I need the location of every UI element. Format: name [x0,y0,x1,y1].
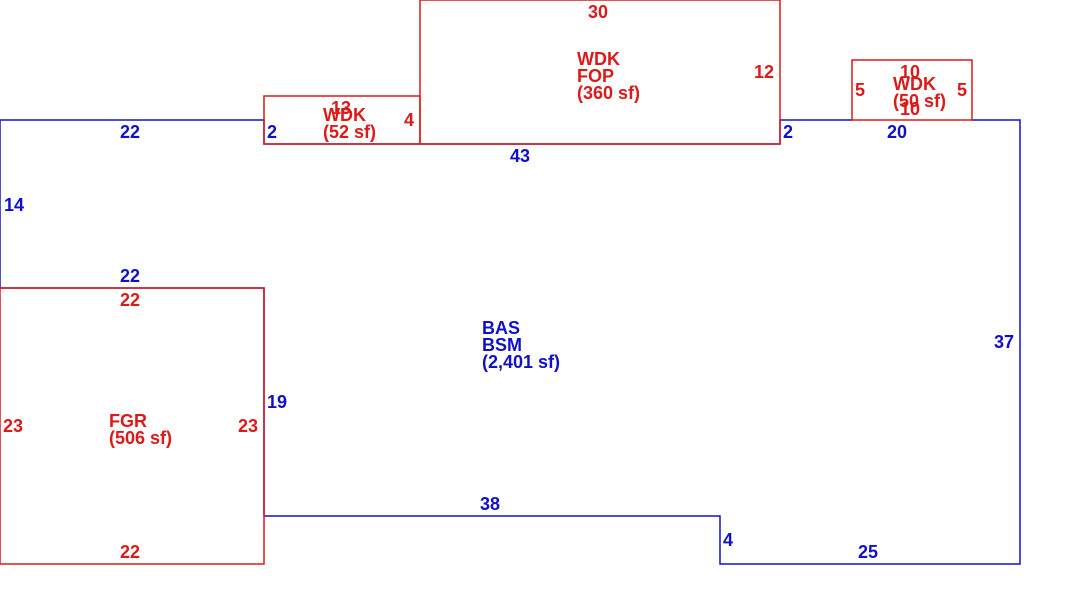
deck-right-area-code1: WDK [893,74,936,94]
porch-area-code2: FOP [577,66,615,86]
porch-area-code1: WDK [577,49,620,69]
dim-main-bottom-middle: 38 [480,494,501,514]
porch-outline [419,0,781,145]
dim-garage-right: 23 [238,416,259,436]
dim-main-inner-side: 19 [267,392,288,412]
dim-garage-top: 22 [120,290,141,310]
deck-right-outline [851,59,973,121]
dim-deck-right-bottom: 10 [900,99,921,119]
deck-left-outline [263,95,421,145]
garage-outline [0,287,265,565]
dim-main-bottom-step: 4 [723,530,734,550]
dim-main-step-top: 22 [120,266,141,286]
deck-right-area-sqft: (50 sf) [893,91,947,111]
deck-left-area-sqft: (52 sf) [323,122,377,142]
deck-right-area-label: WDK (50 sf) [893,74,947,111]
dim-porch-top: 30 [588,2,609,22]
dim-main-notch-left: 2 [267,122,278,142]
dim-deck-left-side: 4 [404,110,415,130]
dim-main-top-right: 20 [887,122,908,142]
dim-main-notch-right: 2 [783,122,794,142]
dim-deck-right-top: 10 [900,62,921,82]
garage-area-label: FGR (506 sf) [109,411,173,448]
main-area-code1: BAS [482,318,521,338]
dim-main-top-middle: 43 [510,146,531,166]
dim-porch-right: 12 [754,62,775,82]
porch-area-label: WDK FOP (360 sf) [577,49,641,103]
main-area-sqft: (2,401 sf) [482,352,561,372]
porch-area-sqft: (360 sf) [577,83,641,103]
main-area-label: BAS BSM (2,401 sf) [482,318,561,372]
dim-main-top-left: 22 [120,122,141,142]
dim-garage-left: 23 [3,416,24,436]
dim-main-right-side: 37 [994,332,1015,352]
deck-left-area-code1: WDK [323,105,366,125]
dim-garage-bottom: 22 [120,542,141,562]
garage-area-sqft: (506 sf) [109,428,173,448]
main-area-outline-top-mid [0,119,852,516]
main-area-code2: BSM [482,335,522,355]
dim-main-bottom-right: 25 [858,542,879,562]
dim-deck-right-left: 5 [855,80,866,100]
garage-area-code1: FGR [109,411,147,431]
dim-main-left-side: 14 [4,195,25,215]
deck-left-area-label: WDK (52 sf) [323,105,377,142]
dim-deck-right-right: 5 [957,80,968,100]
main-area-outline [264,119,1021,565]
dim-deck-left-top: 13 [331,98,352,118]
